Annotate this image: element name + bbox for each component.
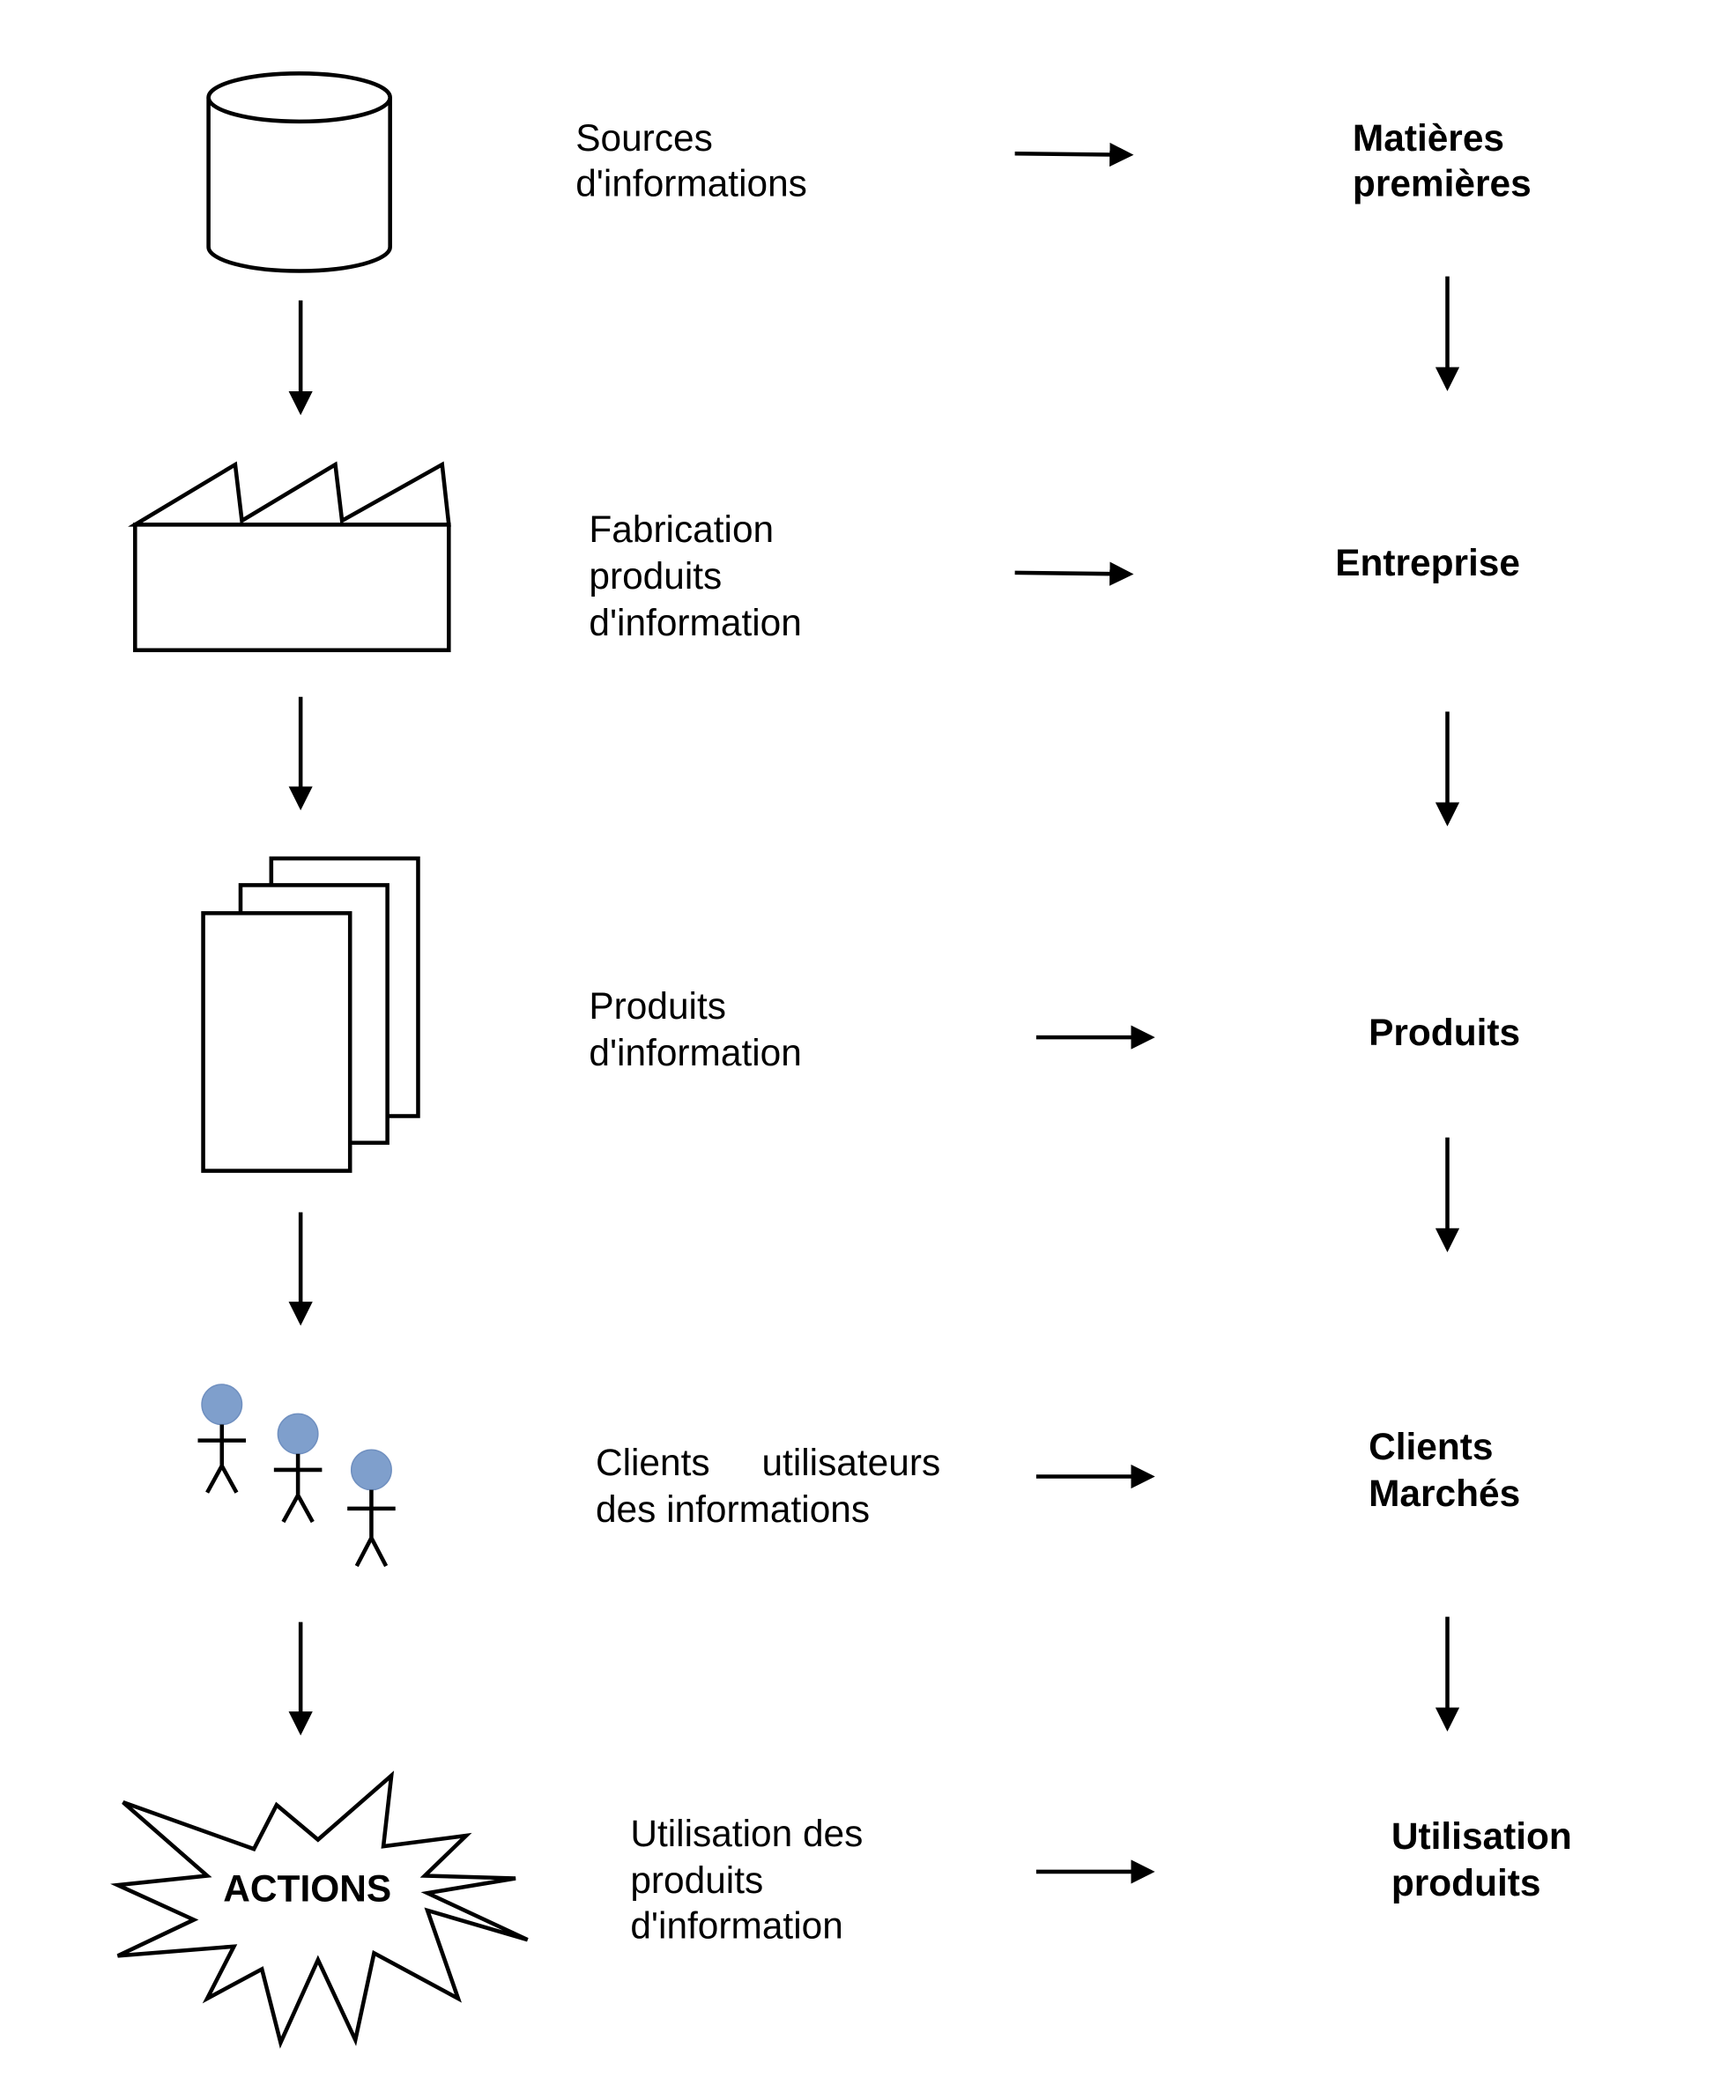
middle-labels: Sources d'informations Fabrication produ… — [575, 0, 1013, 1947]
person-icon — [273, 1413, 323, 1524]
right-label-entreprise: Entreprise — [1335, 542, 1520, 583]
arrow-right-icon — [1014, 561, 1134, 586]
actions-explosion: ACTIONS — [110, 1770, 529, 2049]
stacked-documents-icon — [201, 856, 420, 1173]
middle-label-produits: Produits d'information — [589, 985, 801, 1073]
mapping-arrows — [1014, 142, 1155, 1884]
actions-label: ACTIONS — [223, 1867, 391, 1909]
people-icon — [197, 1384, 396, 1568]
middle-label-clients: Clients utilisateurs des informations — [596, 0, 1013, 1530]
factory-icon — [128, 461, 451, 653]
right-label-produits: Produits — [1369, 1012, 1520, 1053]
database-cylinder-icon — [206, 71, 392, 273]
person-icon — [197, 1384, 247, 1494]
arrow-right-icon — [1014, 142, 1134, 167]
right-label-matieres: Matières premières — [1353, 117, 1532, 204]
middle-label-utilisation: Utilisation des produits d'information — [630, 1813, 873, 1947]
right-labels: Matières premières Entreprise Produits C… — [1335, 117, 1583, 1903]
person-icon — [347, 1449, 396, 1568]
explosion-star-icon — [110, 1770, 529, 2049]
middle-label-sources: Sources d'informations — [575, 117, 807, 204]
middle-label-fabrication: Fabrication produits d'information — [589, 508, 801, 643]
right-label-utilisation: Utilisation produits — [1391, 1815, 1583, 1903]
right-label-clients: Clients Marchés — [1369, 1426, 1520, 1514]
